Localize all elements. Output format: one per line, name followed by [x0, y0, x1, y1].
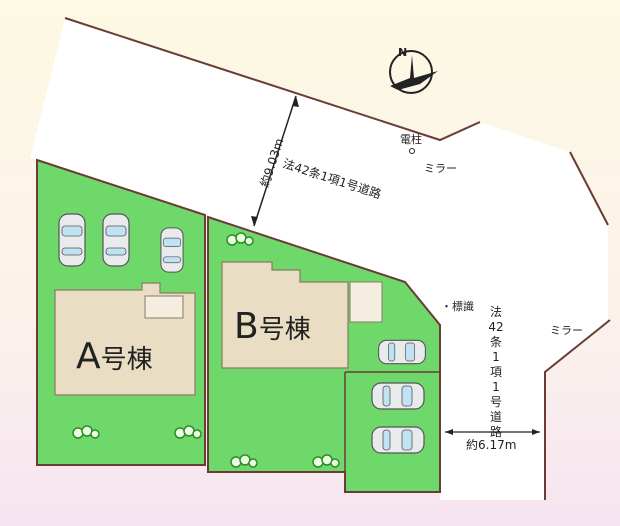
east-road-type: 法 42 条 1 項 1 号 道 路: [488, 305, 503, 439]
sign-label: ・標識: [441, 299, 474, 313]
building-b: [221, 261, 383, 369]
svg-text:法: 法: [490, 305, 502, 319]
svg-text:条: 条: [490, 335, 502, 349]
svg-text:約6.17m: 約6.17m: [466, 437, 516, 452]
svg-text:道: 道: [490, 410, 502, 424]
east-road-dimension: 約6.17m: [445, 429, 540, 452]
road-boundary-north: [64, 17, 481, 142]
lot-a-label: A号棟: [76, 336, 153, 377]
lot-b-label: B号棟: [234, 306, 311, 347]
road: [30, 18, 608, 500]
svg-text:N: N: [398, 46, 407, 59]
svg-text:1: 1: [492, 380, 500, 394]
pole-label: 電柱: [400, 132, 422, 146]
road-boundary-southeast: [544, 319, 611, 500]
svg-text:1: 1: [492, 350, 500, 364]
north-arrow-icon: N: [389, 46, 438, 94]
svg-text:42: 42: [488, 320, 503, 334]
pole-icon: [409, 148, 415, 154]
mirror-label-1: ミラー: [424, 162, 457, 175]
building-a: [54, 282, 196, 396]
svg-text:項: 項: [490, 365, 502, 379]
road-boundary-east: [569, 151, 609, 226]
svg-text:号: 号: [490, 395, 502, 409]
mirror-label-2: ミラー: [550, 324, 583, 337]
